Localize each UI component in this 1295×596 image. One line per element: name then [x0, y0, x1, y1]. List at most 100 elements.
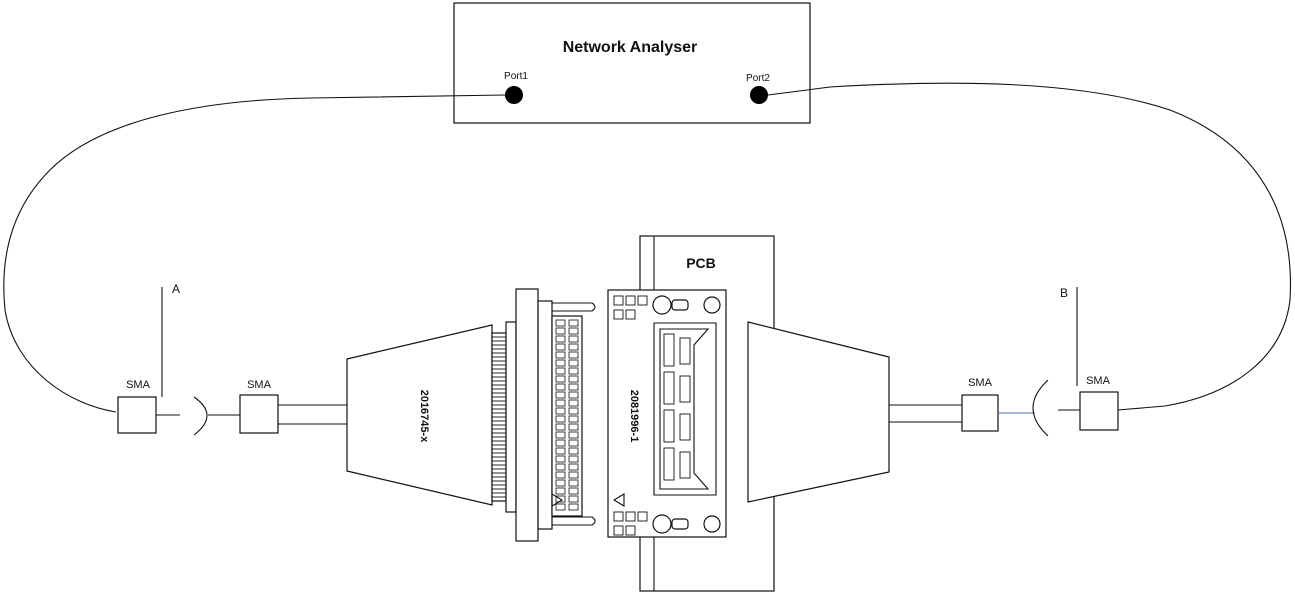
contact-cell [555, 343, 566, 351]
contact-cell [568, 335, 579, 343]
contact-cell [555, 335, 566, 343]
contact-cell [555, 359, 566, 367]
board-slot [679, 337, 691, 365]
network-analyser: Network Analyser Port1 Port2 [453, 2, 811, 124]
contact-cell [568, 495, 579, 503]
contact-cell [568, 439, 579, 447]
cable-connector-boot [346, 324, 493, 506]
board-slot [679, 451, 691, 479]
cable-right-loop [767, 82, 1292, 411]
board-connector-slot-top [671, 299, 689, 311]
board-slot [663, 333, 675, 367]
board-connector-hole-top-left [652, 295, 672, 315]
sma-right-outer [1079, 391, 1119, 431]
sma-left-mating-curve [193, 396, 208, 436]
contact-cell [555, 479, 566, 487]
board-cell [625, 511, 636, 522]
contact-cell [555, 487, 566, 495]
reference-label-b: B [1060, 286, 1068, 300]
contact-cell [555, 407, 566, 415]
contact-cell [568, 431, 579, 439]
contact-cell [555, 327, 566, 335]
cable-connector-collar [505, 321, 517, 513]
sma-right-inner [961, 394, 999, 432]
board-slot [679, 413, 691, 441]
contact-cell [568, 343, 579, 351]
contact-cell [555, 447, 566, 455]
left-sma-adapter: SMA SMA [117, 379, 347, 436]
contact-cell [555, 439, 566, 447]
contact-cell [568, 391, 579, 399]
contact-cell [555, 495, 566, 503]
board-slot [663, 409, 675, 443]
contact-cell [555, 367, 566, 375]
board-cell [613, 511, 624, 522]
board-connector-cavity [653, 322, 717, 496]
contact-cell [555, 471, 566, 479]
cable-connector-guide-pin-top [552, 302, 596, 312]
contact-cell [568, 415, 579, 423]
port1-label: Port1 [504, 71, 528, 82]
board-cell [613, 525, 624, 536]
cable-connector-shell [537, 300, 553, 530]
board-connector-insert [659, 328, 710, 490]
cable-connector-rib-lines [492, 336, 506, 498]
contact-cell [568, 463, 579, 471]
board-connector-slot-bottom [671, 518, 689, 530]
sma-left-outer-label: SMA [126, 379, 151, 391]
contact-cell [555, 391, 566, 399]
network-analyser-title: Network Analyser [563, 39, 698, 56]
contact-cell [568, 367, 579, 375]
board-connector: 2081996-1 [607, 289, 727, 538]
sma-right-mating-curve [1032, 379, 1049, 437]
reference-label-a: A [172, 282, 180, 296]
board-connector-part-number: 2081996-1 [628, 390, 640, 443]
board-connector-hole-bottom-left [652, 514, 672, 534]
contact-cell [568, 503, 579, 511]
cable-connector-polarity-mark [551, 493, 564, 507]
contact-cell [568, 487, 579, 495]
cable-connector-flange [515, 288, 539, 542]
right-launch-cone [747, 321, 890, 503]
contact-cell [555, 399, 566, 407]
contact-cell [568, 327, 579, 335]
board-connector-slots [663, 333, 691, 481]
board-cell [637, 295, 648, 306]
board-cell [625, 525, 636, 536]
right-sma-adapter: SMA SMA [961, 375, 1119, 437]
contact-cell [568, 375, 579, 383]
contact-cell [568, 423, 579, 431]
contact-cell [555, 463, 566, 471]
board-connector-hole-top-right [703, 296, 721, 314]
contact-cell [555, 351, 566, 359]
board-slot [663, 447, 675, 481]
sma-right-inner-label: SMA [968, 377, 993, 389]
reference-plane-a: A [161, 282, 180, 397]
contact-cell [568, 407, 579, 415]
sma-right-outer-label: SMA [1086, 375, 1111, 387]
reference-plane-b: B [1060, 286, 1078, 386]
port1-connector [505, 86, 523, 104]
contact-cell [555, 319, 566, 327]
contact-cell [555, 415, 566, 423]
contact-cell [568, 383, 579, 391]
board-cell [613, 309, 624, 320]
cable-connector-contact-cells [555, 319, 579, 511]
contact-cell [555, 431, 566, 439]
board-cell [613, 295, 624, 306]
sma-left-outer [117, 396, 157, 434]
board-slot [679, 375, 691, 403]
contact-cell [555, 375, 566, 383]
contact-cell [555, 455, 566, 463]
board-cell [625, 309, 636, 320]
network-analyser-box [453, 2, 811, 124]
contact-cell [568, 319, 579, 327]
sma-left-inner-label: SMA [247, 379, 272, 391]
board-cell [625, 295, 636, 306]
board-slot [663, 371, 675, 405]
port2-label: Port2 [746, 73, 770, 84]
contact-cell [568, 455, 579, 463]
contact-cell [568, 399, 579, 407]
contact-cell [568, 359, 579, 367]
